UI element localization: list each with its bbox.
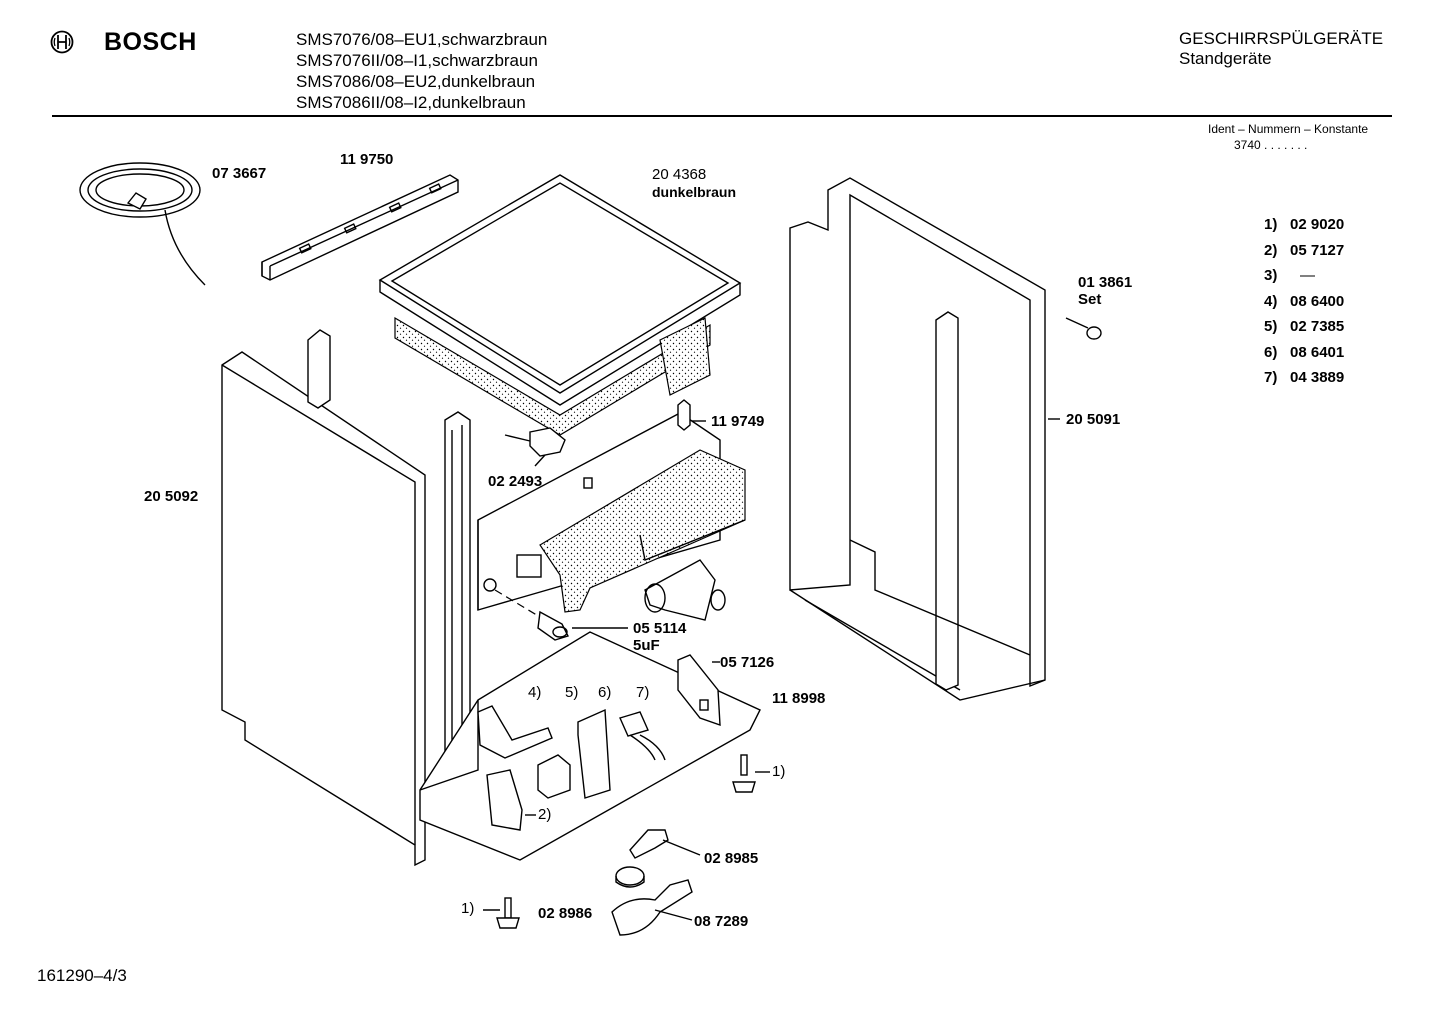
part-label: 02 8985 bbox=[704, 850, 759, 867]
callout-label: 2) bbox=[538, 806, 552, 823]
part-label: 08 7289 bbox=[694, 913, 749, 930]
ident-label: Ident – Nummern – Konstante bbox=[1208, 122, 1369, 136]
part-label: 02 2493 bbox=[488, 473, 543, 490]
category: GESCHIRRSPÜLGERÄTE bbox=[1179, 29, 1384, 48]
callout-label: 1) bbox=[461, 900, 475, 917]
model-line: SMS7086II/08–I2,dunkelbraun bbox=[296, 93, 526, 112]
part-label: 20 4368 bbox=[652, 166, 707, 183]
part-label: 01 3861 bbox=[1078, 274, 1133, 291]
part-label: 11 8998 bbox=[772, 690, 826, 707]
worktop-part bbox=[378, 174, 742, 406]
control-housing-part bbox=[539, 449, 746, 613]
left-side-panel-part bbox=[221, 351, 426, 867]
model-list: SMS7076/08–EU1,schwarzbraun SMS7076II/08… bbox=[296, 29, 547, 113]
part-label: 07 3667 bbox=[212, 165, 267, 182]
part-label: 20 5091 bbox=[1066, 411, 1121, 428]
category-title: GESCHIRRSPÜLGERÄTE Standgeräte bbox=[1179, 29, 1383, 69]
base-components-part bbox=[477, 705, 666, 831]
callout-label: 7) bbox=[636, 684, 650, 701]
callout-label: 1) bbox=[772, 763, 786, 780]
capacitor-part bbox=[494, 589, 628, 641]
clip-screw-part bbox=[504, 427, 566, 467]
reference-row: 6)08 6401 bbox=[1264, 343, 1345, 361]
power-cable-part bbox=[79, 162, 206, 286]
part-label: 11 9749 bbox=[711, 413, 765, 430]
part-label: 02 8986 bbox=[538, 905, 593, 922]
part-label: 05 7126 bbox=[720, 654, 775, 671]
bracket-part bbox=[677, 654, 721, 727]
bosch-logo-icon bbox=[50, 30, 74, 54]
reference-row: 4)08 6400 bbox=[1264, 292, 1345, 310]
screw-set-part bbox=[1065, 317, 1102, 340]
reference-row: 5)02 7385 bbox=[1264, 318, 1345, 335]
hose-connector-part bbox=[644, 559, 726, 621]
brand-name: BOSCH bbox=[104, 28, 197, 56]
ident-value: 3740 . . . . . . . bbox=[1234, 138, 1308, 152]
header-rule bbox=[52, 115, 1392, 117]
spacer-bracket-part bbox=[677, 399, 706, 431]
part-note-label: Set bbox=[1078, 291, 1102, 308]
reference-row: 7)04 3889 bbox=[1264, 369, 1345, 386]
reference-row: 1)02 9020 bbox=[1264, 216, 1345, 233]
drawing-code: 161290–4/3 bbox=[37, 966, 127, 985]
model-line: SMS7086/08–EU2,dunkelbraun bbox=[296, 72, 536, 91]
callout-label: 6) bbox=[598, 684, 612, 701]
insulation-part bbox=[394, 316, 711, 436]
reference-row: 3)— bbox=[1264, 267, 1315, 284]
callout-label: 5) bbox=[565, 684, 579, 701]
bottom-small-parts bbox=[611, 829, 701, 936]
subcategory: Standgeräte bbox=[1179, 49, 1272, 68]
mounting-rail-part bbox=[261, 174, 459, 281]
part-label: 05 5114 bbox=[633, 620, 687, 637]
callout-label: 4) bbox=[528, 684, 542, 701]
door-frame-part bbox=[789, 177, 1060, 701]
part-note-label: 5uF bbox=[633, 637, 660, 654]
part-color-label: dunkelbraun bbox=[652, 184, 737, 200]
reference-list: 1)02 9020 2)05 7127 3)— 4)08 6400 5)02 7… bbox=[1264, 212, 1344, 391]
model-line: SMS7076/08–EU1,schwarzbraun bbox=[296, 30, 548, 49]
part-label: 11 9750 bbox=[340, 151, 394, 168]
model-line: SMS7076II/08–I1,schwarzbraun bbox=[296, 51, 538, 70]
foot-screw-part bbox=[483, 754, 770, 929]
reference-row: 2)05 7127 bbox=[1264, 241, 1345, 259]
part-label: 20 5092 bbox=[144, 488, 199, 505]
